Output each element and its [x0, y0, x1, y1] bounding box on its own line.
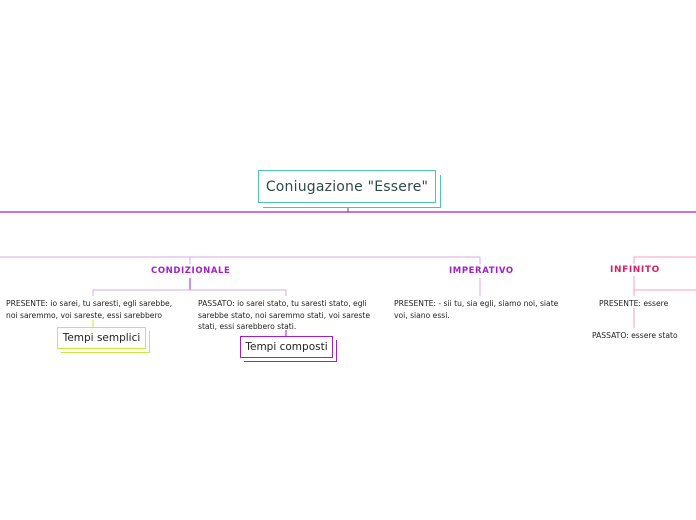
root-node[interactable]: Coniugazione "Essere" [258, 170, 436, 203]
infinito-label[interactable]: INFINITO [610, 265, 660, 275]
infinito-presente-text[interactable]: PRESENTE: essere [599, 299, 669, 308]
imperativo-label[interactable]: IMPERATIVO [449, 266, 514, 276]
tempi-composti-tag[interactable]: Tempi composti [240, 336, 333, 358]
imperativo-presente-text[interactable]: PRESENTE: - sii tu, sia egli, siamo noi,… [394, 299, 559, 320]
condizionale-presente-text[interactable]: PRESENTE: io sarei, tu saresti, egli sar… [6, 299, 173, 320]
infinito-passato-text[interactable]: PASSATO: essere stato [592, 331, 678, 340]
condizionale-label[interactable]: CONDIZIONALE [151, 266, 231, 276]
tempi-composti-label: Tempi composti [245, 341, 328, 353]
root-title: Coniugazione "Essere" [265, 178, 429, 195]
tempi-semplici-tag[interactable]: Tempi semplici [57, 327, 146, 349]
tempi-semplici-label: Tempi semplici [62, 332, 141, 344]
right-branch-connector [633, 256, 696, 264]
condizionale-passato-text[interactable]: PASSATO: io sarei stato, tu saresti stat… [198, 299, 371, 331]
